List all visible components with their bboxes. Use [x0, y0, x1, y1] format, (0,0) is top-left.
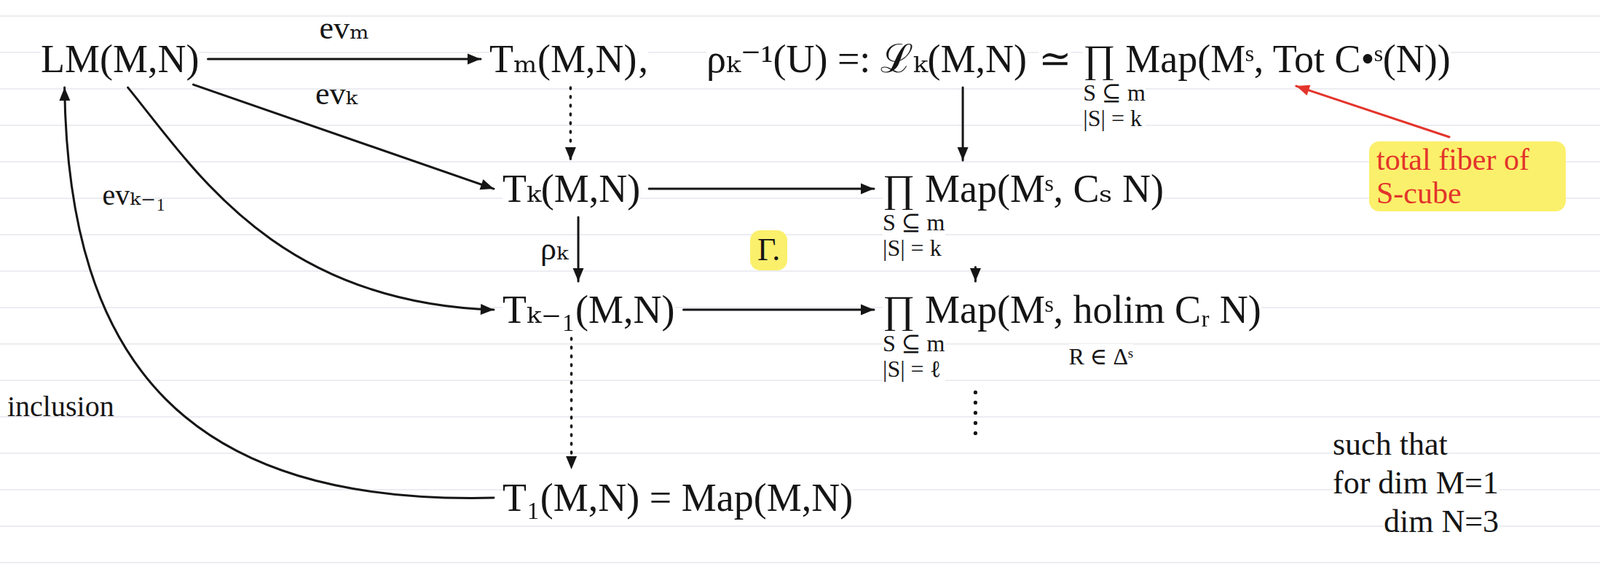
math-expression: Tₖ(M,N)	[502, 166, 641, 212]
side-note: dim N=3	[1383, 503, 1499, 541]
index-condition: S ⊆ m	[882, 330, 946, 357]
arrowhead	[573, 268, 585, 282]
arrow-connector	[565, 87, 577, 161]
tower-stage: T₁(M,N) = Map(M,N)	[502, 474, 853, 520]
arrowhead	[480, 303, 494, 315]
continuation-dots	[973, 390, 978, 435]
arrow-line	[570, 337, 574, 470]
arrow-connector	[565, 337, 577, 470]
leader-line	[1296, 85, 1450, 137]
math-expression: ρₖ⁻¹(U) =: ℒₖ(M,N)	[706, 36, 1027, 82]
arrow-connector	[957, 87, 969, 161]
arrow-connector	[207, 53, 481, 65]
dot	[973, 400, 978, 405]
arrow-connector	[683, 304, 875, 316]
preimage-space: ρₖ⁻¹(U) =: ℒₖ(M,N)	[706, 36, 1027, 82]
index-column: S ⊆ m|S| = k	[1082, 80, 1146, 132]
arrow-connector	[970, 266, 981, 282]
arrow-label: evₖ₋₁	[102, 178, 167, 212]
highlighted-note: Γ.	[750, 230, 788, 271]
math-expression: Tₘ(M,N)	[489, 36, 638, 82]
arrowhead	[479, 179, 494, 190]
note-leader	[1296, 85, 1450, 137]
math-expression: Tₖ₋₁(M,N)	[502, 286, 676, 333]
index-column: R ∈ Δˢ	[1069, 343, 1134, 370]
arrowhead	[467, 53, 481, 65]
arrow-line	[128, 87, 494, 310]
arrowhead	[1296, 85, 1311, 96]
arrow-line	[648, 187, 874, 191]
dot	[973, 431, 978, 435]
index-column: S ⊆ m|S| = ℓ	[882, 330, 946, 382]
arrow-connector	[58, 87, 494, 498]
side-note: such that	[1332, 426, 1448, 464]
index-condition: |S| = ℓ	[882, 356, 946, 382]
math-expression: T₁(M,N) = Map(M,N)	[502, 474, 853, 520]
arrow-label: inclusion	[7, 389, 115, 424]
equivalence-sign: ≃	[1038, 36, 1072, 82]
math-expression: ∏ Map(Mˢ, holim Cᵣ N)	[882, 286, 1262, 333]
index-row: S ⊆ m|S| = k	[882, 209, 1164, 261]
tower-stage: Tₖ₋₁(M,N)	[502, 286, 676, 333]
index-row: S ⊆ m|S| = k	[1082, 80, 1450, 132]
product-space: ∏ Map(Mˢ, holim Cᵣ N)S ⊆ m|S| = ℓ R ∈ Δˢ	[882, 286, 1262, 382]
arrow-connector	[128, 87, 494, 315]
arrow-connector	[573, 217, 585, 282]
arrowhead	[860, 304, 874, 316]
index-condition: S ⊆ m	[1082, 80, 1146, 106]
tower-stage: Tₘ(M,N)	[489, 36, 638, 82]
arrow-line	[64, 87, 494, 498]
index-row: S ⊆ m|S| = ℓ R ∈ Δˢ	[882, 330, 1262, 382]
product-space: ∏ Map(Mˢ, Cₛ N)S ⊆ m|S| = k	[882, 166, 1164, 261]
arrowhead	[957, 147, 969, 161]
annotation-note: total fiber of S-cube	[1369, 141, 1566, 212]
arrowhead	[970, 268, 981, 282]
math-expression: LM(M,N)	[40, 36, 199, 82]
arrowhead	[565, 455, 577, 470]
index-condition: |S| = k	[882, 235, 946, 261]
arrow-line	[207, 58, 481, 61]
dot	[973, 410, 978, 415]
index-column: S ⊆ m|S| = k	[882, 209, 946, 261]
product-space: ∏ Map(Mˢ, Tot C•ˢ(N))S ⊆ m|S| = k	[1082, 36, 1450, 132]
arrowhead	[565, 147, 577, 161]
dot	[973, 420, 978, 425]
arrow-label: ρₖ	[540, 230, 569, 269]
arrow-label: evₘ	[318, 10, 370, 48]
index-condition: S ⊆ m	[882, 209, 946, 236]
arrowhead	[58, 87, 70, 101]
dot	[973, 390, 978, 394]
tower-stage: Tₖ(M,N)	[502, 166, 641, 212]
index-condition: R ∈ Δˢ	[1069, 343, 1134, 370]
ruling-lines	[0, 16, 1600, 563]
math-expression: ∏ Map(Mˢ, Cₛ N)	[882, 166, 1164, 212]
punctuation: ,	[638, 36, 649, 82]
side-note: for dim M=1	[1332, 464, 1499, 502]
mapping-space: LM(M,N)	[40, 36, 199, 82]
arrow-label: evₖ	[315, 75, 358, 113]
math-expression: ∏ Map(Mˢ, Tot C•ˢ(N))	[1082, 36, 1450, 82]
arrow-connector	[648, 183, 874, 195]
index-condition: |S| = k	[1082, 105, 1146, 132]
arrowhead	[860, 183, 874, 195]
arrow-line	[683, 308, 875, 311]
